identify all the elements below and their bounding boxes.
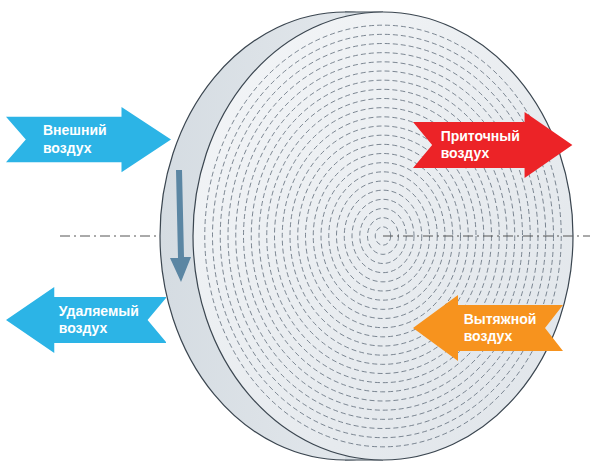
arrow-shape	[413, 112, 572, 178]
airflow-label: Вытяжной воздух	[464, 311, 537, 346]
axis-line	[60, 236, 160, 237]
airflow-label: Приточный воздух	[441, 128, 520, 163]
airflow-label: Удаляемый воздух	[59, 303, 139, 338]
arrow-fill	[413, 112, 572, 178]
airflow-arrow: Внешний воздух	[6, 107, 171, 172]
airflow-label: Внешний воздух	[43, 122, 107, 157]
airflow-arrow: Удаляемый воздух	[6, 287, 167, 353]
arrow-fill	[6, 107, 171, 172]
airflow-arrow: Вытяжной воздух	[413, 295, 563, 361]
arrow-fill	[6, 287, 167, 353]
airflow-arrow: Приточный воздух	[413, 112, 572, 178]
arrow-fill	[413, 295, 563, 361]
rotation-arrow	[170, 170, 191, 282]
axis-line	[383, 236, 590, 237]
